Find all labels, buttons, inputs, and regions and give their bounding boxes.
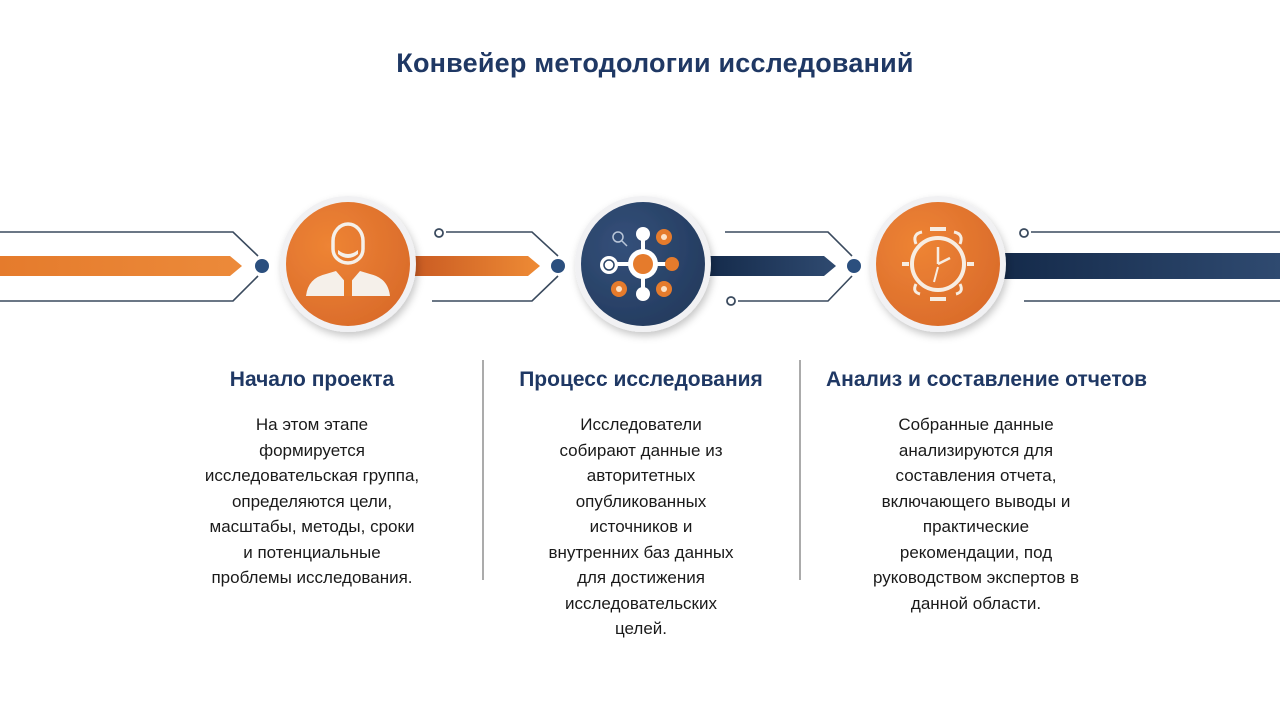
step-column-2: Процесс исследования Исследователи собир… <box>491 368 791 642</box>
step-column-1: Начало проекта На этом этапе формируется… <box>162 368 462 591</box>
page-title: Конвейер методологии исследований <box>396 48 914 78</box>
divider-1 <box>482 360 484 580</box>
divider-2 <box>799 360 801 580</box>
step-description: Собранные данные анализируются для соста… <box>872 415 1080 613</box>
step-description: На этом этапе формируется исследовательс… <box>204 415 420 587</box>
connector-segment-4 <box>1000 228 1280 302</box>
step-title: Анализ и составление отчетов <box>826 368 1148 391</box>
connector-segment-3 <box>705 231 861 306</box>
pipeline-graphic <box>0 196 1280 332</box>
person-icon <box>306 222 390 296</box>
step-title: Начало проекта <box>229 368 395 391</box>
step-title: Процесс исследования <box>519 368 763 391</box>
connector-segment-2 <box>410 228 565 302</box>
step-column-3: Анализ и составление отчетов Собранные д… <box>826 368 1148 616</box>
stopwatch-icon <box>902 227 974 301</box>
connector-segment-1 <box>0 231 269 302</box>
network-hub-icon <box>600 227 679 301</box>
step-description: Исследователи собирают данные из авторит… <box>548 415 734 638</box>
